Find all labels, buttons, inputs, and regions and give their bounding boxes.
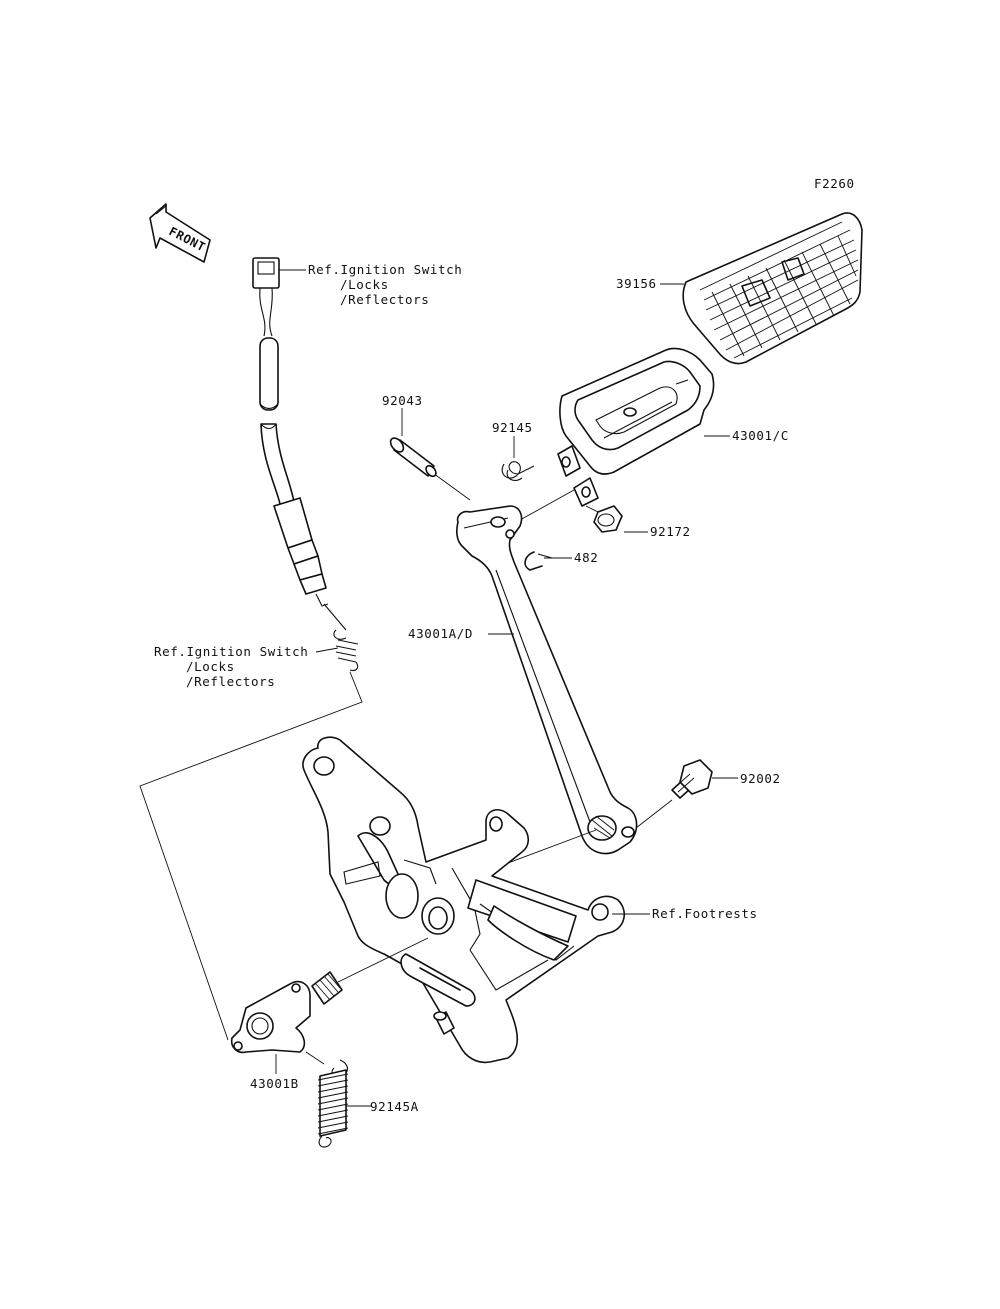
label-92145a: 92145A xyxy=(370,1099,419,1114)
label-482: 482 xyxy=(574,550,598,565)
alignment-line-bracket xyxy=(519,489,575,521)
bolt-92172 xyxy=(593,505,648,533)
alignment-line-92002 xyxy=(635,799,673,829)
label-43001c: 43001/C xyxy=(732,428,789,443)
ref-ignition-top-line3: /Reflectors xyxy=(340,292,429,307)
brake-switch-harness xyxy=(139,257,363,1041)
label-39156: 39156 xyxy=(616,276,657,291)
front-arrow-icon: FRONT xyxy=(149,203,211,263)
pin-92043 xyxy=(389,408,437,478)
ref-ignition-top-line1: Ref.Ignition Switch xyxy=(308,262,462,277)
label-43001b: 43001B xyxy=(250,1076,299,1091)
figure-code: F2260 xyxy=(814,176,855,191)
label-43001a-d: 43001A/D xyxy=(408,626,473,641)
ref-ignition-mid-line2: /Locks xyxy=(186,659,235,674)
clip-482 xyxy=(524,551,572,571)
label-92043: 92043 xyxy=(382,393,423,408)
bolt-92002 xyxy=(671,759,738,799)
pedal-arm-43001a-d xyxy=(456,505,638,855)
footrest-bracket xyxy=(302,736,650,1064)
label-92145: 92145 xyxy=(492,420,533,435)
ref-ignition-top-line2: /Locks xyxy=(340,277,389,292)
pedal-pad-39156 xyxy=(682,212,863,365)
spring-92145a xyxy=(317,1059,372,1148)
label-92002: 92002 xyxy=(740,771,781,786)
spring-92145 xyxy=(501,436,535,481)
ref-ignition-mid-line1: Ref.Ignition Switch xyxy=(154,644,308,659)
ref-footrests: Ref.Footrests xyxy=(652,906,758,921)
alignment-line-pivot xyxy=(337,937,429,983)
alignment-line-spring xyxy=(305,1051,325,1065)
pivot-arm-43001b xyxy=(230,971,343,1074)
ref-ignition-mid-line3: /Reflectors xyxy=(186,674,275,689)
label-92172: 92172 xyxy=(650,524,691,539)
pedal-bracket-43001c xyxy=(557,347,730,507)
